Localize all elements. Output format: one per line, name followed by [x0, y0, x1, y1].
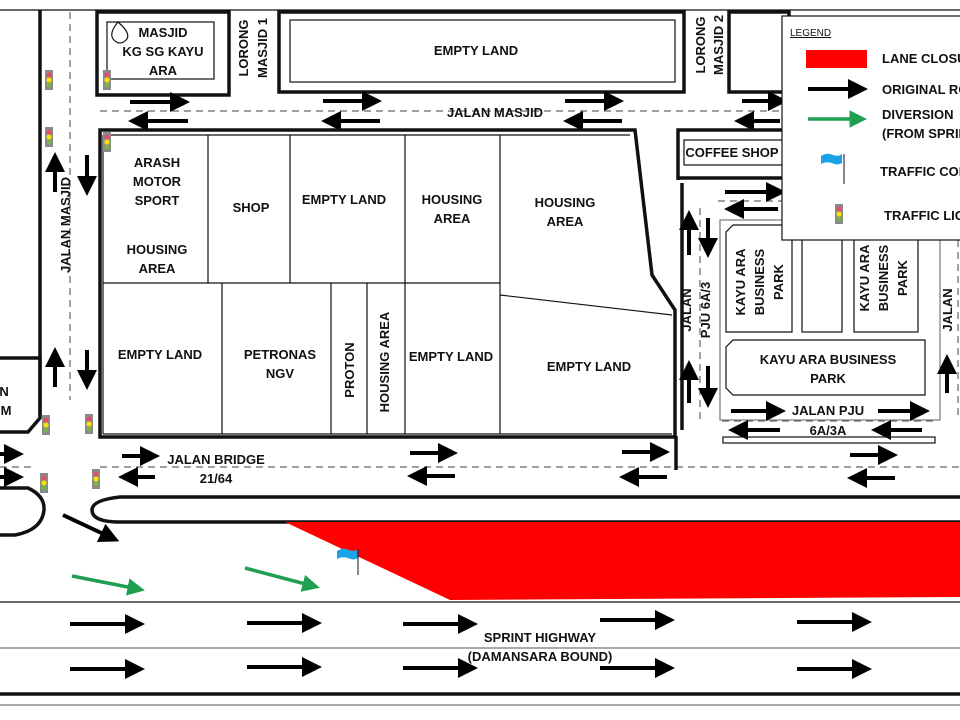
- housing-area-label: HOUSING: [535, 195, 596, 210]
- legend-traffic-light: TRAFFIC LIGHT: [884, 208, 960, 223]
- masjid-label: MASJID: [138, 25, 187, 40]
- business-park-building: [725, 339, 926, 396]
- traffic-light-icon: [103, 132, 111, 152]
- route-arrow: [62, 513, 120, 542]
- road-label-jalan-bridge: JALAN BRIDGE: [167, 452, 265, 467]
- legend-lane-closure: LANE CLOSURE: [882, 51, 960, 66]
- left-building-label: N: [0, 384, 9, 399]
- kayu-ara-business-park-label: KAYU ARA: [857, 244, 872, 312]
- road-label-sprint-highway: (DAMANSARA BOUND): [468, 649, 613, 664]
- arash-motor-sport-label: ARASH: [134, 155, 180, 170]
- empty-land-label: EMPTY LAND: [547, 359, 631, 374]
- legend-diversion: DIVERSION: [882, 107, 954, 122]
- arash-motor-sport-label: MOTOR: [133, 174, 182, 189]
- sprint-highway-arrows: [70, 610, 872, 679]
- main-block: [98, 128, 677, 439]
- road-label-jalan-bridge: 21/64: [200, 471, 233, 486]
- left-building: [0, 356, 42, 434]
- empty-land-label: EMPTY LAND: [434, 43, 518, 58]
- left-building-label: M: [1, 403, 12, 418]
- coffee-shop-label: COFFEE SHOP: [685, 145, 779, 160]
- road-label-jalan: JALAN: [940, 288, 955, 331]
- arash-motor-sport-label: SPORT: [135, 193, 180, 208]
- legend-title: LEGEND: [790, 28, 831, 39]
- road-label-jalan-pju-6a3: JALAN: [679, 288, 694, 331]
- road-label-jalan-pju-6a3a: JALAN PJU: [792, 403, 864, 418]
- empty-land-label: EMPTY LAND: [118, 347, 202, 362]
- masjid-icon: [111, 21, 129, 44]
- traffic-light-icon: [42, 415, 50, 435]
- housing-area-label: HOUSING: [422, 192, 483, 207]
- housing-area-label: AREA: [434, 211, 471, 226]
- legend-original-route: ORIGINAL ROUTE: [882, 82, 960, 97]
- road-label-lorong-masjid-1: LORONG: [236, 19, 251, 76]
- road-label-sprint-highway: SPRINT HIGHWAY: [484, 630, 597, 645]
- kayu-ara-business-park-label: PARK: [810, 371, 846, 386]
- road-label-jalan-masjid-vertical: JALAN MASJID: [58, 177, 73, 273]
- traffic-light-icon: [45, 127, 53, 147]
- jalan-bridge-arrows: [0, 442, 898, 488]
- empty-land-top: [289, 19, 676, 83]
- legend: LEGEND LANE CLOSURE ORIGINAL ROUTE DIVER…: [781, 15, 960, 241]
- traffic-light-icon: [92, 469, 100, 489]
- lane-closure-swatch: [806, 50, 867, 68]
- road-kerb: [722, 436, 936, 444]
- housing-area-label: HOUSING AREA: [377, 311, 392, 412]
- traffic-light-icon: [45, 70, 53, 90]
- empty-land-top-block: [277, 10, 686, 94]
- kayu-ara-business-park-label: PARK: [771, 263, 786, 299]
- petronas-ngv-label: NGV: [266, 366, 295, 381]
- diversion-arrow: [244, 566, 320, 592]
- housing-area-label: AREA: [547, 214, 584, 229]
- road-label-jalan-pju-6a3a: 6A/3A: [810, 423, 847, 438]
- masjid-label: KG SG KAYU: [122, 44, 203, 59]
- plot-dividers: [102, 134, 673, 435]
- road-label-lorong-masjid-2: LORONG: [693, 16, 708, 73]
- building-block: [727, 10, 791, 94]
- highway-median: [90, 495, 960, 524]
- kayu-ara-business-park-label: BUSINESS: [752, 248, 767, 315]
- masjid-label: ARA: [149, 63, 178, 78]
- masjid-building: [106, 21, 215, 80]
- legend-traffic-controller: TRAFFIC CONTROLLER: [880, 164, 960, 179]
- traffic-controller-flag-icon: [821, 153, 845, 184]
- road-label-lorong-masjid-1: MASJID 1: [255, 18, 270, 78]
- empty-land-label: EMPTY LAND: [302, 192, 386, 207]
- road-label-jalan-masjid: JALAN MASJID: [447, 105, 543, 120]
- traffic-controller-flag-icon: [337, 548, 359, 575]
- traffic-light-icon: [103, 70, 111, 90]
- roundabout-edge: [0, 486, 46, 537]
- masjid-block: [95, 10, 231, 97]
- road-label-jalan-pju-6a3: PJU 6A/3: [698, 282, 713, 338]
- legend-diversion-detail: (FROM SPRINT HIGHWAY): [882, 126, 960, 141]
- kayu-ara-business-park-label: BUSINESS: [876, 244, 891, 311]
- diversion-arrow: [71, 574, 145, 596]
- traffic-light-icon: [40, 473, 48, 493]
- empty-land-label: EMPTY LAND: [409, 349, 493, 364]
- petronas-ngv-label: PETRONAS: [244, 347, 317, 362]
- kayu-ara-business-park-label: KAYU ARA BUSINESS: [760, 352, 897, 367]
- proton-label: PROTON: [342, 342, 357, 397]
- housing-area-label: AREA: [139, 261, 176, 276]
- traffic-light-icon: [835, 204, 843, 224]
- traffic-light-icon: [85, 414, 93, 434]
- housing-area-label: HOUSING: [127, 242, 188, 257]
- kayu-ara-business-park-label: PARK: [895, 259, 910, 295]
- shop-label: SHOP: [233, 200, 270, 215]
- kayu-ara-business-park-label: KAYU ARA: [733, 248, 748, 316]
- business-park-building: [801, 224, 843, 333]
- road-label-lorong-masjid-2: MASJID 2: [711, 15, 726, 75]
- lane-closure-area: [285, 522, 960, 600]
